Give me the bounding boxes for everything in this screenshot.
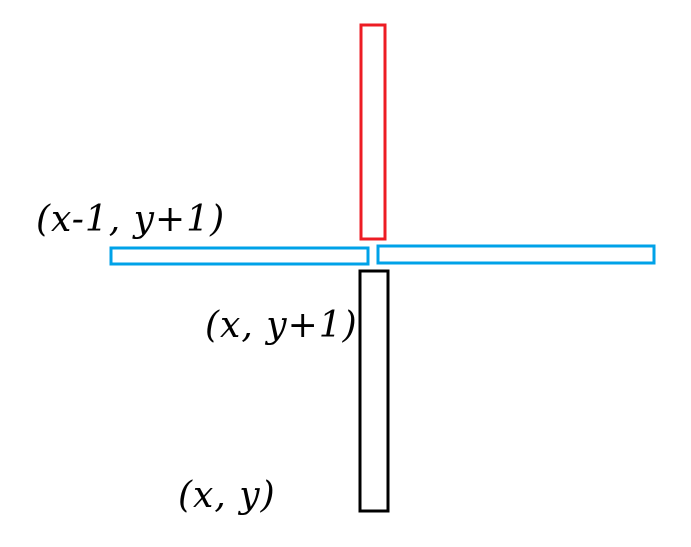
right-horizontal-bar <box>376 244 656 265</box>
label-bottom: (x, y) <box>178 475 276 516</box>
label-middle: (x, y+1) <box>205 305 358 346</box>
label-top-left: (x-1, y+1) <box>36 199 225 240</box>
left-horizontal-bar <box>109 246 370 266</box>
bottom-vertical-bar <box>358 269 390 513</box>
top-vertical-bar <box>359 23 387 241</box>
